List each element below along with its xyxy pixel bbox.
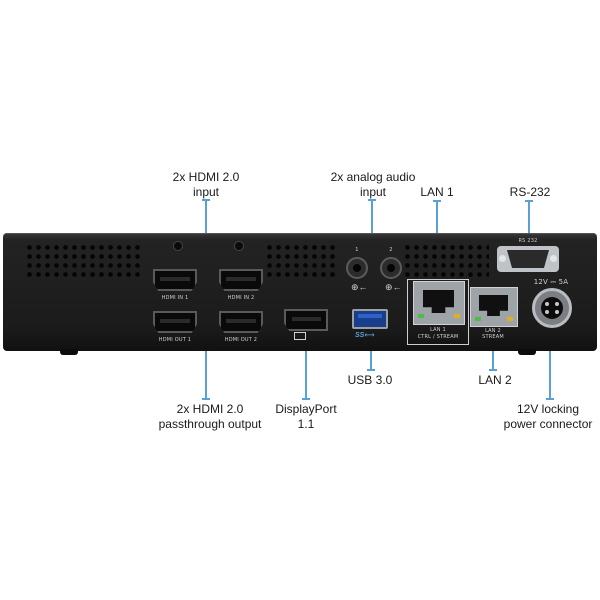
hdmi-output-callout: 2x HDMI 2.0 passthrough output: [158, 402, 262, 431]
power-connector: [532, 288, 572, 328]
vent-left: [25, 243, 143, 281]
device-rear-panel: HDMI IN 1 HDMI IN 2 HDMI OUT 1 HDMI OUT …: [3, 233, 597, 351]
hdmi-out-1-port: [153, 311, 197, 333]
audio-1-label: 1: [355, 247, 359, 253]
lan1-callout: LAN 1: [420, 185, 454, 199]
audio-in-icon: ⊕←: [385, 282, 402, 292]
activity-led: [454, 314, 460, 318]
hdmi-in-2-port: [219, 269, 263, 291]
usb-callout: USB 3.0: [347, 373, 393, 387]
displayport-leader-cap: [302, 398, 310, 400]
rs232-label: RS 232: [518, 238, 538, 244]
hdmi-out-leader: [205, 320, 207, 399]
power-rating-label: 12V ⎓ 5A: [533, 278, 569, 286]
hdmi-out-leader-cap: [202, 398, 210, 400]
vent-right: [403, 243, 489, 281]
audio-2-label: 2: [389, 247, 393, 253]
lan1-sublabel: CTRL / STREAM: [417, 334, 459, 340]
power-leader-cap: [546, 398, 554, 400]
lan2-sublabel: STREAM: [482, 334, 504, 340]
usb-leader: [370, 334, 372, 370]
displayport-callout: DisplayPort 1.1: [275, 402, 337, 431]
lan1-port: [413, 281, 465, 325]
hdmi-out-2-label: HDMI OUT 2: [224, 337, 258, 343]
audio-jack-1: [346, 257, 368, 279]
device-foot-right: [518, 349, 536, 355]
power-callout: 12V locking power connector: [503, 402, 593, 431]
displayport-leader: [305, 334, 307, 399]
displayport-port: [284, 309, 328, 331]
audio-leader: [371, 199, 373, 263]
link-led: [418, 314, 424, 318]
displayport-icon: [294, 332, 306, 340]
hdmi-in-1-port: [153, 269, 197, 291]
screw-hole: [234, 241, 244, 251]
hdmi-in-1-label: HDMI IN 1: [161, 295, 189, 301]
rs232-leader: [528, 200, 530, 238]
usb-leader-cap: [367, 369, 375, 371]
audio-in-icon: ⊕←: [351, 282, 368, 292]
lan2-port: [470, 287, 518, 327]
lan1-label-box: [407, 279, 469, 345]
usb3-port: [352, 309, 388, 329]
hdmi-in-2-label: HDMI IN 2: [227, 295, 255, 301]
analog-audio-callout: 2x analog audio input: [330, 170, 416, 199]
audio-jack-2: [380, 257, 402, 279]
screw-hole: [173, 241, 183, 251]
rs232-callout: RS-232: [509, 185, 551, 199]
link-led: [475, 317, 481, 321]
lan2-callout: LAN 2: [478, 373, 512, 387]
device-foot-left: [60, 349, 78, 355]
lan2-leader-cap: [489, 369, 497, 371]
lan1-label: LAN 1: [430, 327, 446, 333]
vent-center: [265, 243, 335, 281]
power-leader: [549, 326, 551, 399]
usb-ss-icon: SS⟷: [355, 332, 375, 339]
hdmi-out-1-label: HDMI OUT 1: [158, 337, 192, 343]
hdmi-out-2-port: [219, 311, 263, 333]
rs232-port: [497, 246, 559, 272]
lan2-leader: [492, 340, 494, 370]
activity-led: [507, 317, 513, 321]
hdmi-input-callout: 2x HDMI 2.0 input: [172, 170, 240, 199]
lan2-label: LAN 2: [485, 328, 501, 334]
